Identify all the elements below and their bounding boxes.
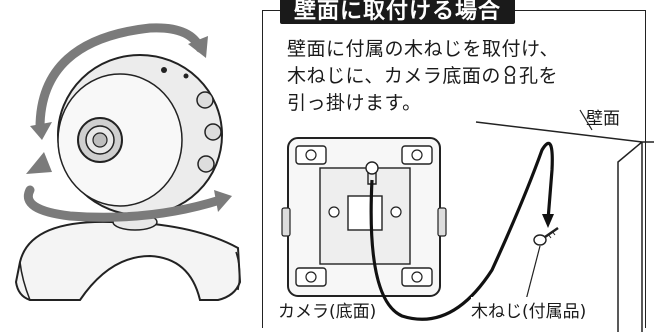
wood-screw-icon [533,226,559,246]
instruction-line-2-text: 木ねじに、カメラ底面の [287,65,501,87]
screw-label-leader [525,245,541,301]
camera-rotation-illustration [14,23,242,301]
wall-label: 壁面 [586,109,620,129]
cable-line [369,141,554,321]
mount-diagram [281,109,654,332]
keyhole-icon [504,65,516,84]
instructions: 壁面に付属の木ねじを取付け、 木ねじに、カメラ底面の孔を 引っ掛けます。 [287,36,559,117]
pan-arrow [24,152,232,222]
camera-sphere [57,54,223,216]
camera-stand [14,213,242,301]
panel-title: 壁面に取付ける場合 [280,0,516,24]
instruction-line-3: 引っ掛けます。 [287,92,422,114]
wood-screw-label: 木ねじ(付属品) [471,297,587,322]
camera-bottom-label: カメラ(底面) [278,297,377,322]
wall-illustration [475,109,654,332]
camera-bottom-illustration [281,137,447,297]
cable-arrowhead [542,214,554,228]
instruction-line-2: 木ねじに、カメラ底面の孔を [287,63,559,90]
instruction-line-2-suffix: 孔を [518,65,558,87]
tilt-arrow [30,23,208,140]
instruction-line-1: 壁面に付属の木ねじを取付け、 [287,38,560,60]
